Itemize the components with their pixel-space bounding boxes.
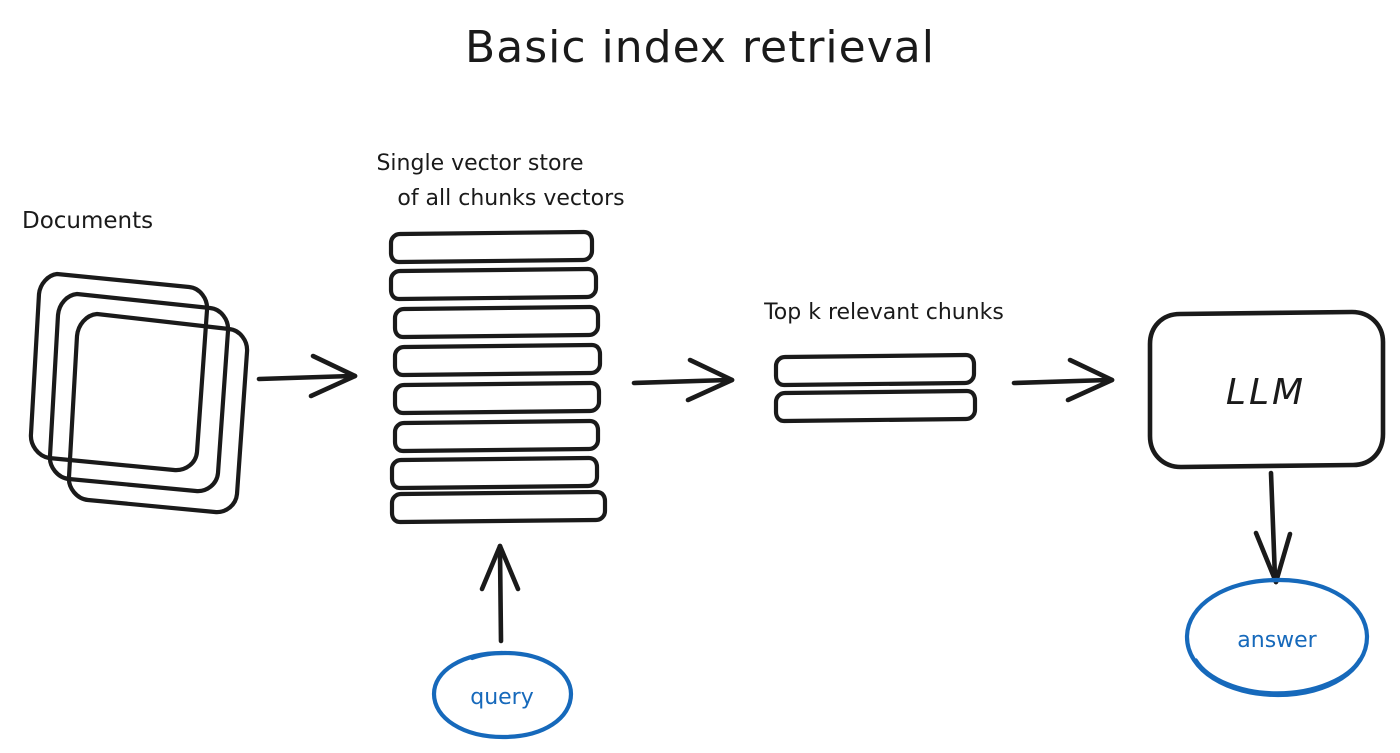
- vector-store-bars: [388, 229, 608, 525]
- answer-label: answer: [1237, 628, 1317, 653]
- vector-bar: [392, 304, 601, 340]
- query-label: query: [470, 685, 534, 710]
- arrow-vector-store-to-top-k: [631, 357, 735, 403]
- document-sheet-back: [28, 271, 210, 473]
- page-title-text: Basic index retrieval: [465, 22, 935, 73]
- arrow-top-k-to-llm: [1011, 357, 1115, 403]
- top-k-bar: [773, 352, 977, 388]
- llm-label: LLM: [1226, 372, 1306, 413]
- vector-store-label-line2: of all chunks vectors: [397, 186, 624, 211]
- top-k-chunk-bars: [773, 352, 978, 424]
- vector-bar: [389, 489, 608, 525]
- answer-ellipse: [1184, 577, 1370, 698]
- arrow-llm-to-answer: [1253, 470, 1293, 585]
- document-sheet-front: [66, 311, 250, 515]
- document-sheet-middle: [47, 291, 231, 494]
- documents-stack: [28, 271, 250, 515]
- arrow-query-to-vector-store: [479, 543, 521, 644]
- vector-bar: [392, 418, 601, 454]
- page-title: Basic index retrieval: [465, 22, 935, 73]
- vector-bar: [392, 380, 602, 416]
- top-k-bar: [773, 388, 978, 424]
- vector-bar: [392, 342, 603, 378]
- vector-bar: [388, 229, 595, 265]
- llm-box: [1147, 309, 1386, 470]
- vector-bar: [388, 266, 599, 302]
- arrow-documents-to-vector-store: [256, 353, 358, 399]
- vector-bar: [389, 455, 600, 491]
- top-k-label: Top k relevant chunks: [763, 300, 1004, 325]
- documents-label: Documents: [22, 208, 153, 234]
- query-ellipse: [431, 650, 574, 740]
- vector-store-label-line1: Single vector store: [376, 151, 583, 176]
